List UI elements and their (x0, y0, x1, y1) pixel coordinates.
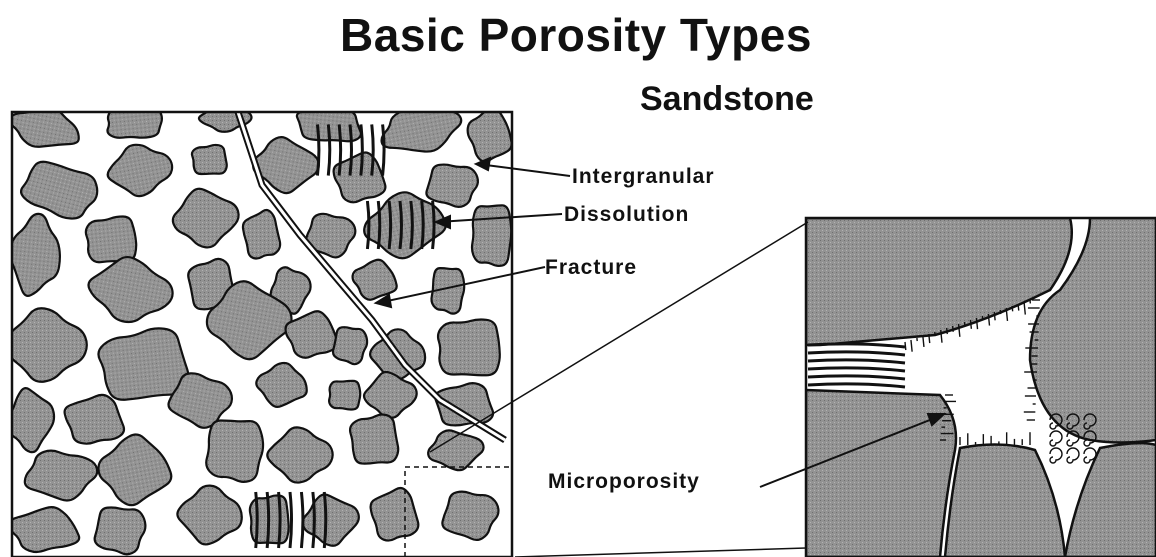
sand-grain (329, 381, 360, 410)
magnified-pore-panel (806, 218, 1156, 557)
label-intergranular: Intergranular (572, 165, 715, 189)
clay-fiber (929, 334, 930, 343)
sand-grain (472, 205, 511, 266)
sand-grain (438, 320, 500, 376)
sand-grain (192, 145, 227, 174)
sand-grain (350, 415, 398, 464)
sand-grain (426, 165, 478, 207)
label-microporosity: Microporosity (548, 470, 700, 494)
clay-fiber (947, 328, 948, 334)
label-dissolution: Dissolution (564, 203, 689, 227)
label-fracture: Fracture (545, 256, 637, 280)
clay-fiber (1012, 306, 1013, 311)
clay-fiber (994, 312, 995, 320)
zoom-connector-bottom (515, 548, 806, 557)
clay-fiber (905, 342, 906, 350)
clay-fiber (1018, 304, 1019, 311)
clay-fiber (953, 326, 954, 332)
sand-grain (106, 104, 164, 141)
sand-grain (95, 507, 146, 554)
clay-fiber (970, 320, 971, 329)
thin-section-panel (3, 101, 512, 557)
sand-grain (206, 420, 263, 481)
sand-grain (333, 327, 367, 364)
